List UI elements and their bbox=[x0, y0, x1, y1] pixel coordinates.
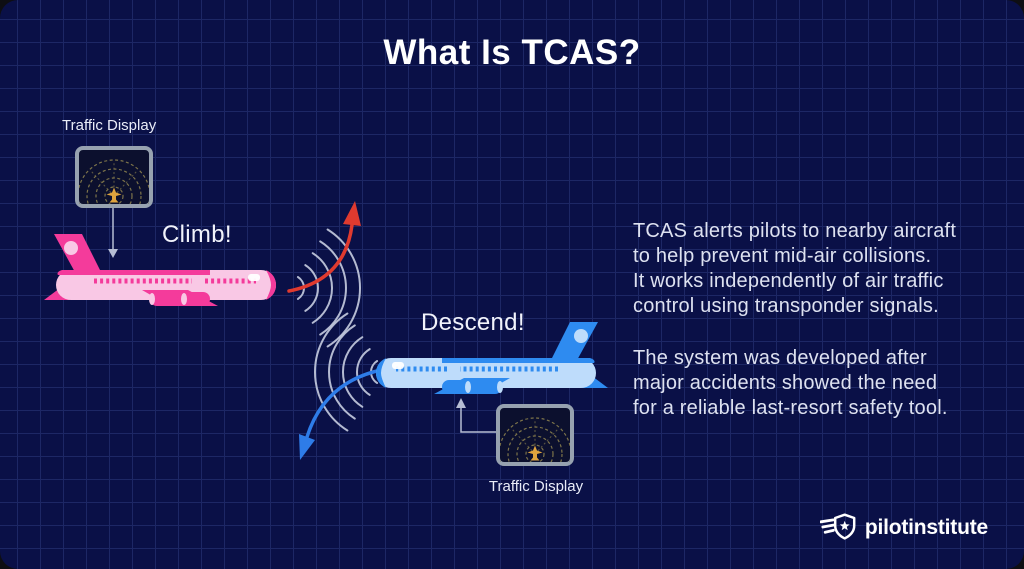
description-paragraph-2: The system was developed after major acc… bbox=[633, 347, 948, 419]
descend-arrow-icon bbox=[299, 367, 388, 460]
climb-label: Climb! bbox=[162, 221, 232, 248]
signal-waves-icon bbox=[287, 201, 388, 460]
description-text: TCAS alerts pilots to nearby aircraft to… bbox=[633, 219, 1024, 421]
traffic-display-top-label: Traffic Display bbox=[62, 117, 157, 134]
radar-display-icon bbox=[79, 159, 149, 204]
traffic-display-bottom-label: Traffic Display bbox=[488, 478, 584, 495]
radar-display-icon bbox=[500, 417, 570, 462]
brand-logo: pilotinstitute bbox=[819, 512, 988, 543]
description-paragraph-1: TCAS alerts pilots to nearby aircraft to… bbox=[633, 220, 957, 317]
winged-shield-star-icon bbox=[819, 513, 856, 540]
connector-bottom-display-line bbox=[456, 398, 500, 433]
traffic-display-bottom bbox=[496, 404, 574, 466]
aircraft-blue bbox=[376, 322, 608, 394]
descend-label: Descend! bbox=[421, 309, 525, 336]
climb-arrow-icon bbox=[287, 201, 361, 293]
aircraft-pink bbox=[44, 234, 276, 306]
page-title: What Is TCAS? bbox=[383, 33, 641, 72]
traffic-display-top bbox=[75, 146, 153, 208]
connector-top-display-line bbox=[108, 208, 118, 258]
brand-name: pilotinstitute bbox=[864, 515, 988, 539]
